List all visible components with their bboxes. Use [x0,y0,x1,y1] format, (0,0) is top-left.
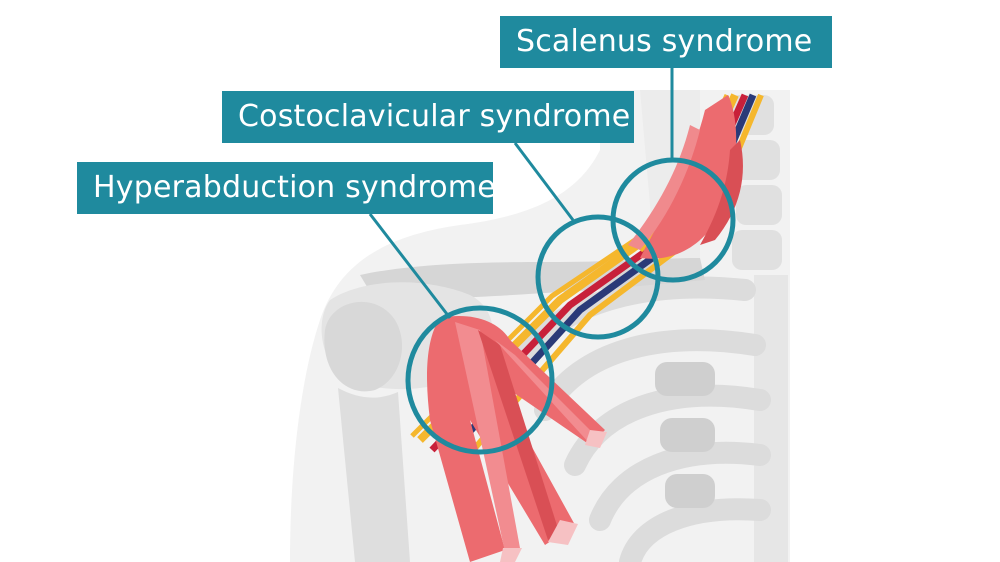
costoclavicular-syndrome-label: Costoclavicular syndrome [222,91,634,143]
humeral-head [324,301,403,392]
humerus [338,388,410,562]
pectoralis-minor-muscle [427,316,607,562]
scalenus-syndrome-label: Scalenus syndrome [500,16,832,68]
scalene-muscles [628,95,743,259]
hyperabduction-syndrome-label: Hyperabduction syndrome [77,162,496,214]
rib-ends [655,362,715,508]
highlight-rings [405,157,736,455]
connector-lines [368,68,674,319]
costoclavicular-ring [535,214,661,340]
cervical-spine [728,95,788,562]
hyperabduction-ring [405,305,555,455]
